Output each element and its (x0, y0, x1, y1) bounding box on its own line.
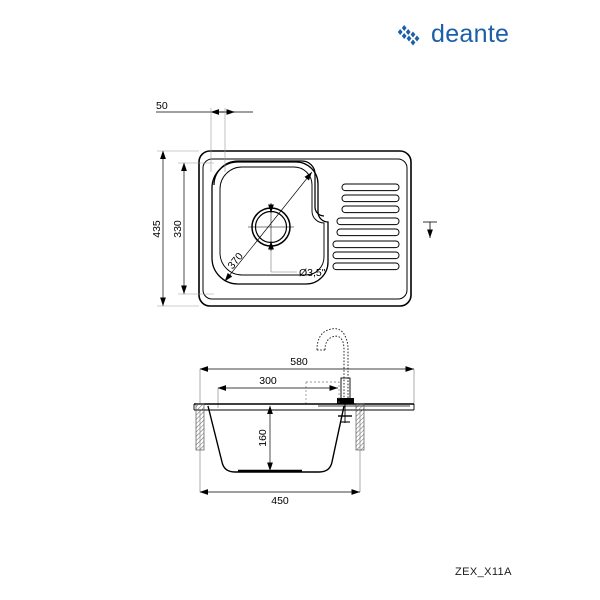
section-view: 580 300 (193, 328, 415, 507)
faucet-base (337, 377, 354, 404)
plan-view: 50 435 330 370 (151, 100, 437, 307)
bowl-side-extensions (199, 410, 361, 492)
dimension-300-label: 300 (259, 375, 277, 387)
dimension-435-label: 435 (151, 220, 163, 238)
drainer-grooves (332, 183, 400, 271)
faucet-shank (338, 404, 352, 423)
plan-right-marker (423, 221, 437, 238)
dimension-300: 300 (217, 375, 338, 408)
dimension-580-label: 580 (290, 356, 308, 368)
dimension-330: 330 (172, 162, 214, 295)
deante-floral-mark-icon (398, 24, 420, 45)
dimension-160: 160 (257, 405, 273, 471)
dimension-370-label: 370 (225, 250, 245, 271)
tap-hole-indicator (305, 381, 340, 405)
dimension-580: 580 (199, 356, 415, 404)
dimension-450-label: 450 (271, 495, 289, 507)
dimension-drain-diameter: Ø3,5" (268, 203, 326, 279)
dimension-330-label: 330 (172, 220, 184, 238)
sink-outer-body (198, 150, 412, 307)
brand-name: deante (431, 20, 510, 48)
dimension-50-label: 50 (156, 100, 168, 112)
faucet-outline (316, 328, 349, 400)
brand-logo: deante (398, 22, 509, 47)
bowl-section-profile (207, 405, 345, 473)
dimension-435: 435 (151, 150, 199, 307)
worktop-surface (193, 403, 415, 411)
dimension-drain-label: Ø3,5" (299, 267, 326, 279)
sink-bowl-rim (211, 161, 329, 285)
sink-rim-inner (202, 158, 408, 300)
product-code: ZEX_X11A (455, 566, 512, 578)
dimension-160-label: 160 (257, 429, 269, 447)
dimension-50: 50 (156, 100, 253, 172)
dimension-450: 450 (199, 489, 360, 507)
dimension-370: 370 (224, 171, 313, 282)
